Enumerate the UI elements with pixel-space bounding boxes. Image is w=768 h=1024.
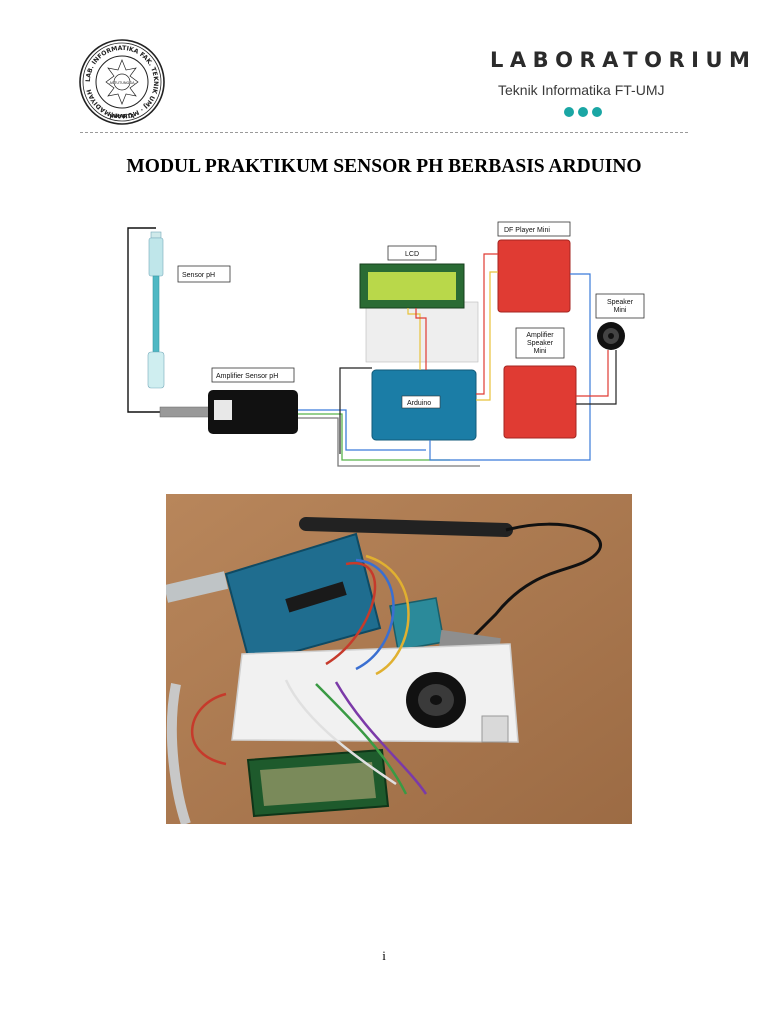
label-amplifier-speaker-line3: Mini	[534, 348, 547, 355]
label-box-sensor-ph	[177, 265, 231, 283]
document-title: MODUL PRAKTIKUM SENSOR PH BERBASIS ARDUI…	[126, 156, 642, 177]
breadboard-icon	[231, 643, 519, 743]
label-speaker-mini-line1: Speaker	[607, 299, 634, 306]
label-box-amplifier-sensor-ph	[211, 367, 295, 383]
label-box-lcd	[387, 245, 437, 261]
lab-title: LABORATORIUM	[490, 48, 757, 72]
label-sensor-ph: Sensor pH	[182, 272, 215, 279]
label-arduino: Arduino	[407, 400, 431, 407]
lab-header-block: LABORATORIUM Teknik Informatika FT-UMJ	[490, 46, 750, 122]
lab-subtitle: Teknik Informatika FT-UMJ	[498, 82, 665, 98]
amplifier-speaker-board-icon	[503, 365, 577, 439]
ph-probe-icon	[147, 231, 165, 389]
label-box-df-player-mini	[497, 221, 571, 237]
header-divider	[80, 132, 688, 133]
label-amplifier-speaker-line1: Amplifier	[526, 332, 554, 339]
breadboard-icon	[365, 301, 479, 363]
seal-bottom-text: JAKARTA	[109, 114, 135, 120]
df-player-board-icon	[497, 239, 571, 313]
dot-icon	[592, 107, 602, 117]
lab-dots-decoration	[564, 104, 606, 122]
lcd-module-icon	[246, 748, 390, 818]
usb-cable	[166, 571, 229, 603]
dot-icon	[578, 107, 588, 117]
label-lcd: LCD	[405, 251, 419, 258]
label-box-speaker-mini	[595, 293, 645, 319]
label-amplifier-sensor-ph: Amplifier Sensor pH	[216, 373, 278, 380]
wiring-diagram: Sensor pH Amplifier Sensor pH LCD Arduin…	[127, 221, 645, 467]
page-number: i	[382, 948, 386, 963]
arduino-board-icon	[224, 532, 382, 666]
circuit-photo	[166, 494, 632, 824]
ph-probe-icon	[299, 517, 513, 537]
label-box-amplifier-speaker	[515, 327, 565, 359]
label-df-player-mini: DF Player Mini	[504, 227, 550, 234]
seal-inner-text: ASTUTUNGGA	[109, 81, 135, 85]
lab-seal-logo: LAB. INFORMATIKA FAK. TEKNIK UMJ · MUHAM…	[79, 39, 165, 125]
label-amplifier-speaker-line2: Speaker	[527, 340, 554, 347]
dot-icon	[564, 107, 574, 117]
label-speaker-mini-line2: Mini	[614, 307, 627, 314]
speaker-mini-icon	[597, 322, 625, 350]
speaker-icon	[406, 672, 466, 728]
label-box-arduino	[401, 395, 441, 409]
